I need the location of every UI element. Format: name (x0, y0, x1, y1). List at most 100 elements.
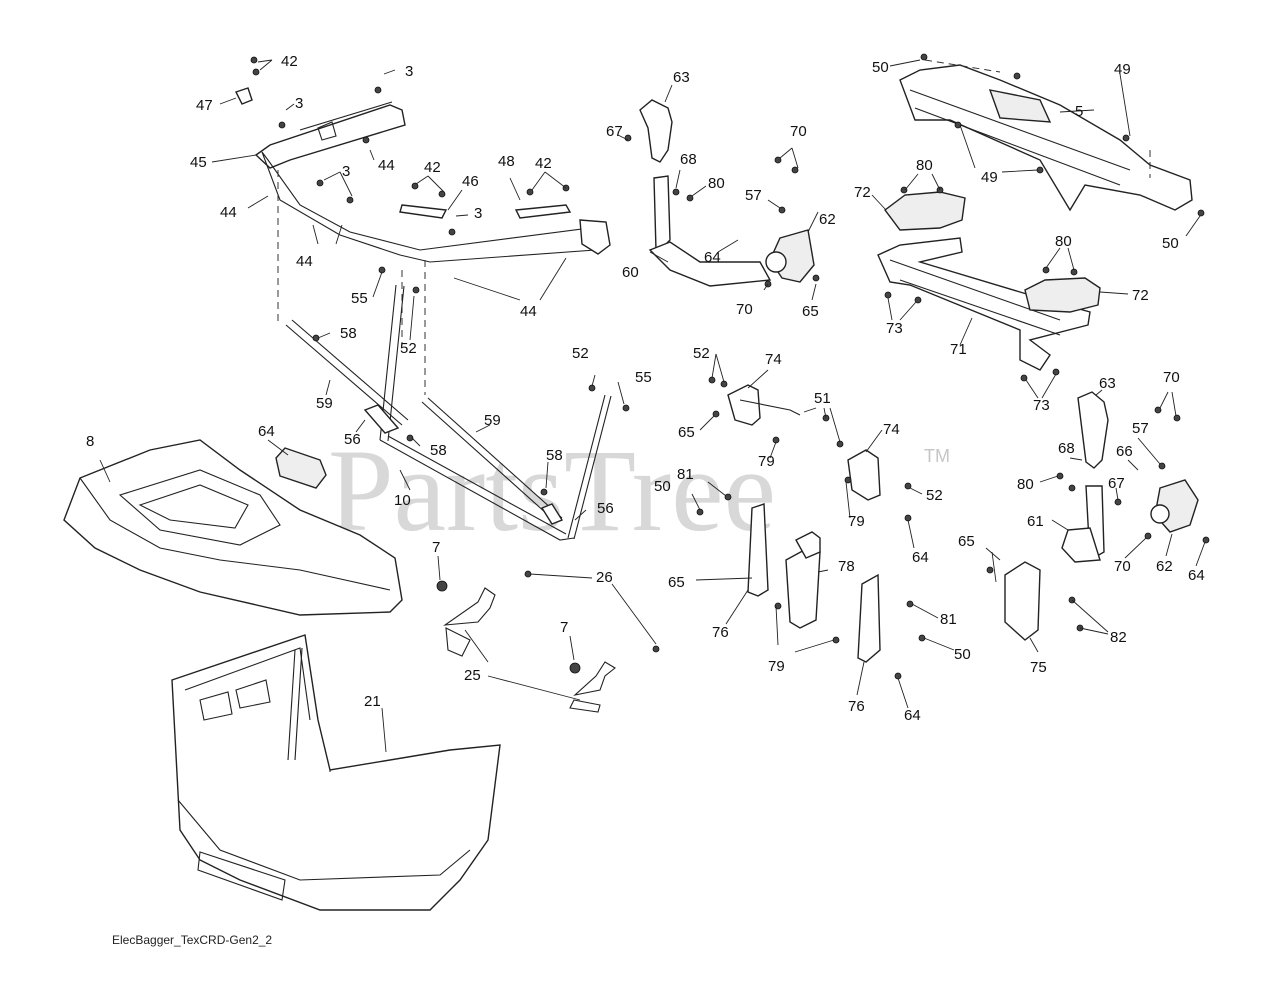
callout-70: 70 (736, 301, 753, 318)
latch-springs (436, 570, 660, 713)
callout-57: 57 (1132, 420, 1149, 437)
callout-58: 58 (430, 442, 447, 459)
callout-56: 56 (597, 500, 614, 517)
callout-73: 73 (1033, 397, 1050, 414)
callout-64: 64 (1188, 567, 1205, 584)
callout-50: 50 (1162, 235, 1179, 252)
callout-71: 71 (950, 341, 967, 358)
callout-79: 79 (848, 513, 865, 530)
callout-44: 44 (220, 204, 237, 221)
callout-56: 56 (344, 431, 361, 448)
mount-frame-top (899, 59, 1193, 212)
callout-45: 45 (190, 154, 207, 171)
callout-67: 67 (1108, 475, 1125, 492)
callout-42: 42 (281, 53, 298, 70)
callout-80: 80 (916, 157, 933, 174)
callout-68: 68 (1058, 440, 1075, 457)
callout-58: 58 (340, 325, 357, 342)
callout-7: 7 (560, 619, 568, 636)
callout-7: 7 (432, 539, 440, 556)
callout-48: 48 (498, 153, 515, 170)
callout-76: 76 (848, 698, 865, 715)
callout-42: 42 (424, 159, 441, 176)
chute-tube-left (639, 99, 815, 287)
callout-58: 58 (546, 447, 563, 464)
callout-49: 49 (1114, 61, 1131, 78)
callout-68: 68 (680, 151, 697, 168)
watermark-text: PartsTree (328, 425, 776, 556)
handle-grip (275, 447, 327, 489)
callout-80: 80 (1055, 233, 1072, 250)
callout-63: 63 (1099, 375, 1116, 392)
callout-64: 64 (704, 249, 721, 266)
callout-74: 74 (765, 351, 782, 368)
bag-body (171, 634, 501, 911)
callout-81: 81 (677, 466, 694, 483)
callout-55: 55 (351, 290, 368, 307)
callout-42: 42 (535, 155, 552, 172)
chute-tube-right (1061, 391, 1199, 563)
callout-72: 72 (854, 184, 871, 201)
callout-82: 82 (1110, 629, 1127, 646)
handle-frame-assembly (235, 87, 611, 395)
callout-62: 62 (1156, 558, 1173, 575)
callout-50: 50 (954, 646, 971, 663)
callout-44: 44 (520, 303, 537, 320)
callout-labels: 42 47 3 3 45 44 3 42 46 48 42 3 44 44 44… (86, 53, 1205, 724)
callout-3: 3 (342, 163, 350, 180)
callout-65: 65 (802, 303, 819, 320)
callout-51: 51 (814, 390, 831, 407)
support-rods (285, 284, 612, 541)
callout-65: 65 (668, 574, 685, 591)
callout-55: 55 (635, 369, 652, 386)
watermark-trademark: TM (924, 446, 950, 466)
callout-59: 59 (484, 412, 501, 429)
callout-76: 76 (712, 624, 729, 641)
callout-70: 70 (1114, 558, 1131, 575)
callout-66: 66 (1116, 443, 1133, 460)
callout-73: 73 (886, 320, 903, 337)
callout-46: 46 (462, 173, 479, 190)
callout-65: 65 (678, 424, 695, 441)
diagram-caption: ElecBagger_TexCRD-Gen2_2 (112, 933, 273, 947)
callout-26: 26 (596, 569, 613, 586)
callout-57: 57 (745, 187, 762, 204)
mount-bracket (1004, 561, 1041, 641)
callout-52: 52 (572, 345, 589, 362)
callout-60: 60 (622, 264, 639, 281)
bag-lid (63, 439, 403, 616)
callout-59: 59 (316, 395, 333, 412)
callout-44: 44 (378, 157, 395, 174)
callout-80: 80 (708, 175, 725, 192)
leader-lines (99, 59, 1206, 753)
callout-21: 21 (364, 693, 381, 710)
callout-81: 81 (940, 611, 957, 628)
callout-63: 63 (673, 69, 690, 86)
callout-49: 49 (981, 169, 998, 186)
hardware-fasteners (250, 53, 1210, 680)
callout-50: 50 (872, 59, 889, 76)
callout-78: 78 (838, 558, 855, 575)
callout-61: 61 (1027, 513, 1044, 530)
callout-70: 70 (790, 123, 807, 140)
callout-80: 80 (1017, 476, 1034, 493)
callout-8: 8 (86, 433, 94, 450)
callout-3: 3 (474, 205, 482, 222)
callout-47: 47 (196, 97, 213, 114)
callout-65: 65 (958, 533, 975, 550)
callout-3: 3 (295, 95, 303, 112)
callout-64: 64 (912, 549, 929, 566)
callout-64: 64 (904, 707, 921, 724)
callout-52: 52 (400, 340, 417, 357)
callout-52: 52 (926, 487, 943, 504)
callout-44: 44 (296, 253, 313, 270)
callout-72: 72 (1132, 287, 1149, 304)
callout-10: 10 (394, 492, 411, 509)
mount-frame-middle (877, 191, 1101, 371)
callout-74: 74 (883, 421, 900, 438)
callout-79: 79 (758, 453, 775, 470)
callout-67: 67 (606, 123, 623, 140)
callout-52: 52 (693, 345, 710, 362)
linkage-plates (727, 384, 881, 663)
